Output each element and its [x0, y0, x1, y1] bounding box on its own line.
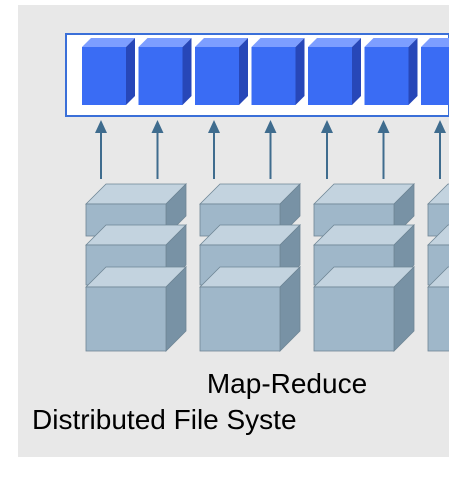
arrow-head: [208, 120, 220, 133]
storage-cube: [313, 266, 415, 352]
block-top-face: [138, 38, 192, 47]
up-arrow: [264, 120, 277, 179]
block-top-face: [421, 38, 449, 47]
storage-cube: [85, 266, 187, 352]
cube-top-face: [427, 224, 449, 246]
caption-line-2: Distributed File Syste: [32, 404, 297, 435]
data-flow-arrows: [95, 120, 446, 179]
processing-block: [364, 38, 418, 105]
block-top-face: [251, 38, 305, 47]
up-arrow: [95, 120, 107, 179]
arrow-head: [95, 120, 107, 133]
block-side-face: [239, 38, 248, 105]
up-arrow: [321, 120, 333, 179]
cube-front-face: [427, 203, 449, 237]
cube-front-face: [199, 286, 281, 352]
up-arrow: [434, 120, 446, 179]
storage-node-stacks: [85, 183, 449, 352]
processing-block: [82, 38, 135, 105]
block-front-face: [138, 47, 183, 105]
arrow-head: [434, 120, 446, 133]
block-front-face: [421, 47, 449, 105]
block-side-face: [182, 38, 192, 105]
up-arrow: [208, 120, 220, 179]
block-side-face: [126, 38, 135, 105]
processing-block: [308, 38, 361, 105]
storage-stack: [85, 183, 187, 352]
cube-top-face: [427, 266, 449, 288]
processing-block: [195, 38, 248, 105]
block-side-face: [408, 38, 418, 105]
processing-block: [138, 38, 192, 105]
block-top-face: [364, 38, 418, 47]
cube-front-face: [427, 286, 449, 352]
block-side-face: [295, 38, 305, 105]
storage-cube: [199, 266, 301, 352]
storage-stack: [313, 183, 415, 352]
cube-top-face: [427, 183, 449, 205]
cube-front-face: [85, 286, 167, 352]
processing-block: [251, 38, 305, 105]
block-side-face: [352, 38, 361, 105]
block-front-face: [308, 47, 352, 105]
storage-cube: [427, 266, 449, 352]
up-arrow: [151, 120, 164, 179]
block-top-face: [195, 38, 248, 47]
caption-line-1: Map-Reduce: [207, 368, 367, 399]
arrow-head: [151, 120, 164, 133]
block-top-face: [82, 38, 135, 47]
storage-stack: [199, 183, 301, 352]
block-front-face: [82, 47, 126, 105]
block-top-face: [308, 38, 361, 47]
arrow-head: [264, 120, 277, 133]
block-front-face: [195, 47, 239, 105]
arrow-head: [377, 120, 390, 133]
block-front-face: [251, 47, 296, 105]
up-arrow: [377, 120, 390, 179]
arrow-head: [321, 120, 333, 133]
cube-front-face: [313, 286, 395, 352]
processing-block: [421, 38, 449, 105]
storage-stack: [427, 183, 449, 352]
storage-cube: [427, 183, 449, 237]
block-front-face: [364, 47, 409, 105]
processing-blocks: [82, 38, 449, 105]
